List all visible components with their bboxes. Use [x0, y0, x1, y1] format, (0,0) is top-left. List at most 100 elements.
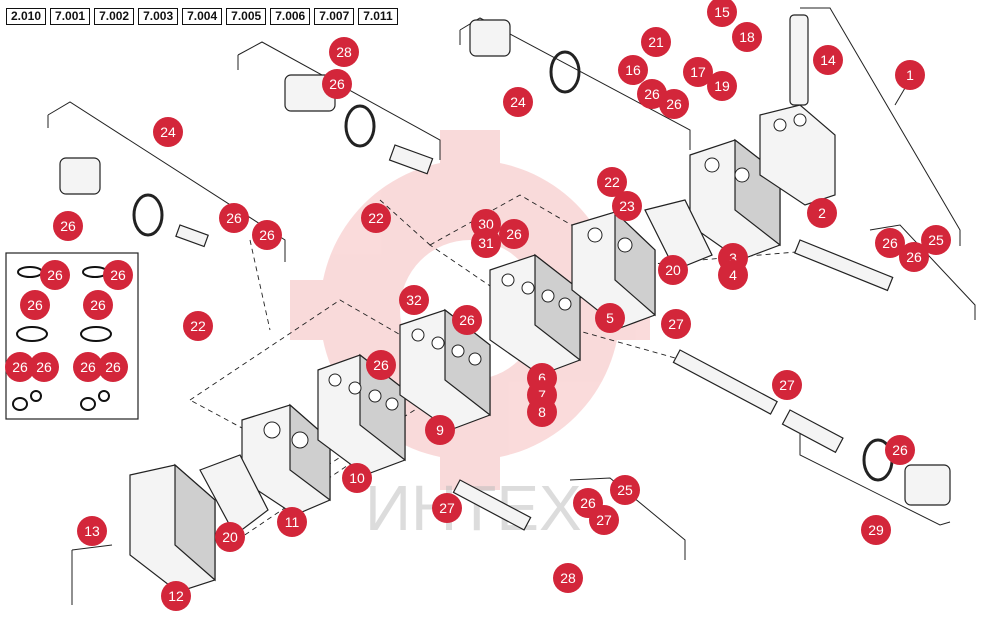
callout-26[interactable]: 26 — [322, 69, 352, 99]
ref-tab-7-005[interactable]: 7.005 — [226, 8, 267, 25]
callout-circle — [861, 515, 891, 545]
callout-label: 26 — [105, 359, 121, 375]
callout-circle — [425, 415, 455, 445]
callout-26[interactable]: 26 — [885, 435, 915, 465]
callout-5[interactable]: 5 — [595, 303, 625, 333]
callout-22[interactable]: 22 — [597, 167, 627, 197]
callout-circle — [707, 71, 737, 101]
callout-19[interactable]: 19 — [707, 71, 737, 101]
callout-label: 25 — [617, 482, 633, 498]
callout-14[interactable]: 14 — [813, 45, 843, 75]
valve-section-5[interactable] — [489, 253, 581, 376]
callout-circle — [361, 203, 391, 233]
callout-25[interactable]: 25 — [921, 225, 951, 255]
callout-11[interactable]: 11 — [277, 507, 307, 537]
callout-32[interactable]: 32 — [399, 285, 429, 315]
callout-26[interactable]: 26 — [83, 290, 113, 320]
callout-26[interactable]: 26 — [29, 352, 59, 382]
ref-tab-7-006[interactable]: 7.006 — [270, 8, 311, 25]
callout-label: 31 — [478, 235, 494, 251]
callout-26[interactable]: 26 — [73, 352, 103, 382]
valve-section-10[interactable] — [317, 353, 406, 476]
end-cover-12[interactable] — [129, 463, 216, 593]
callout-label: 32 — [406, 292, 422, 308]
callout-circle — [527, 397, 557, 427]
callout-26[interactable]: 26 — [366, 350, 396, 380]
ref-tab-7-002[interactable]: 7.002 — [94, 8, 135, 25]
callout-28[interactable]: 28 — [329, 37, 359, 67]
callout-26[interactable]: 26 — [875, 228, 905, 258]
callout-22[interactable]: 22 — [183, 311, 213, 341]
callout-circle — [899, 242, 929, 272]
callout-26[interactable]: 26 — [20, 290, 50, 320]
callout-13[interactable]: 13 — [77, 516, 107, 546]
callout-18[interactable]: 18 — [732, 22, 762, 52]
callout-circle — [20, 290, 50, 320]
ref-tab-7-011[interactable]: 7.011 — [358, 8, 398, 25]
ref-tab-7-003[interactable]: 7.003 — [138, 8, 179, 25]
callout-21[interactable]: 21 — [641, 27, 671, 57]
callout-label: 2 — [818, 205, 826, 221]
callout-10[interactable]: 10 — [342, 463, 372, 493]
callout-15[interactable]: 15 — [707, 0, 737, 27]
callout-label: 26 — [12, 359, 28, 375]
callout-16[interactable]: 16 — [618, 55, 648, 85]
callout-circle — [597, 167, 627, 197]
valve-section-9[interactable] — [399, 308, 491, 431]
callout-label: 27 — [439, 500, 455, 516]
callout-label: 17 — [690, 64, 706, 80]
callout-28[interactable]: 28 — [553, 563, 583, 593]
callout-label: 21 — [648, 34, 664, 50]
callout-1[interactable]: 1 — [895, 60, 925, 90]
callout-label: 20 — [222, 529, 238, 545]
callout-26[interactable]: 26 — [252, 220, 282, 250]
callout-27[interactable]: 27 — [661, 309, 691, 339]
callout-23[interactable]: 23 — [612, 191, 642, 221]
callout-20[interactable]: 20 — [215, 522, 245, 552]
callout-circle — [658, 255, 688, 285]
callout-26[interactable]: 26 — [53, 211, 83, 241]
watermark-text: ИНТЕХ — [365, 472, 582, 544]
callout-31[interactable]: 31 — [471, 228, 501, 258]
ref-tab-7-007[interactable]: 7.007 — [314, 8, 355, 25]
callout-17[interactable]: 17 — [683, 57, 713, 87]
callout-26[interactable]: 26 — [899, 242, 929, 272]
callout-circle — [322, 69, 352, 99]
callout-26[interactable]: 26 — [659, 89, 689, 119]
callout-24[interactable]: 24 — [503, 87, 533, 117]
callout-26[interactable]: 26 — [103, 260, 133, 290]
callout-25[interactable]: 25 — [610, 475, 640, 505]
callout-26[interactable]: 26 — [452, 305, 482, 335]
callout-circle — [77, 516, 107, 546]
callout-label: 26 — [459, 312, 475, 328]
callout-27[interactable]: 27 — [589, 505, 619, 535]
callout-27[interactable]: 27 — [432, 493, 462, 523]
callout-circle — [471, 228, 501, 258]
ref-tab-7-001[interactable]: 7.001 — [50, 8, 91, 25]
ref-tab-7-004[interactable]: 7.004 — [182, 8, 223, 25]
callout-9[interactable]: 9 — [425, 415, 455, 445]
callout-circle — [772, 370, 802, 400]
callout-27[interactable]: 27 — [772, 370, 802, 400]
callout-29[interactable]: 29 — [861, 515, 891, 545]
callout-circle — [707, 0, 737, 27]
callout-2[interactable]: 2 — [807, 198, 837, 228]
callout-26[interactable]: 26 — [219, 203, 249, 233]
callout-circle — [875, 228, 905, 258]
leader-lines — [47, 7, 976, 605]
ref-tab-2-010[interactable]: 2.010 — [6, 8, 47, 25]
callout-26[interactable]: 26 — [98, 352, 128, 382]
callout-4[interactable]: 4 — [718, 260, 748, 290]
callout-label: 12 — [168, 588, 184, 604]
valve-section-11[interactable] — [241, 403, 331, 516]
callout-12[interactable]: 12 — [161, 581, 191, 611]
callout-26[interactable]: 26 — [40, 260, 70, 290]
callout-20[interactable]: 20 — [658, 255, 688, 285]
callout-26[interactable]: 26 — [499, 219, 529, 249]
callout-26[interactable]: 26 — [5, 352, 35, 382]
callout-22[interactable]: 22 — [361, 203, 391, 233]
callout-circle — [73, 352, 103, 382]
callout-circle — [618, 55, 648, 85]
callout-24[interactable]: 24 — [153, 117, 183, 147]
callout-8[interactable]: 8 — [527, 397, 557, 427]
